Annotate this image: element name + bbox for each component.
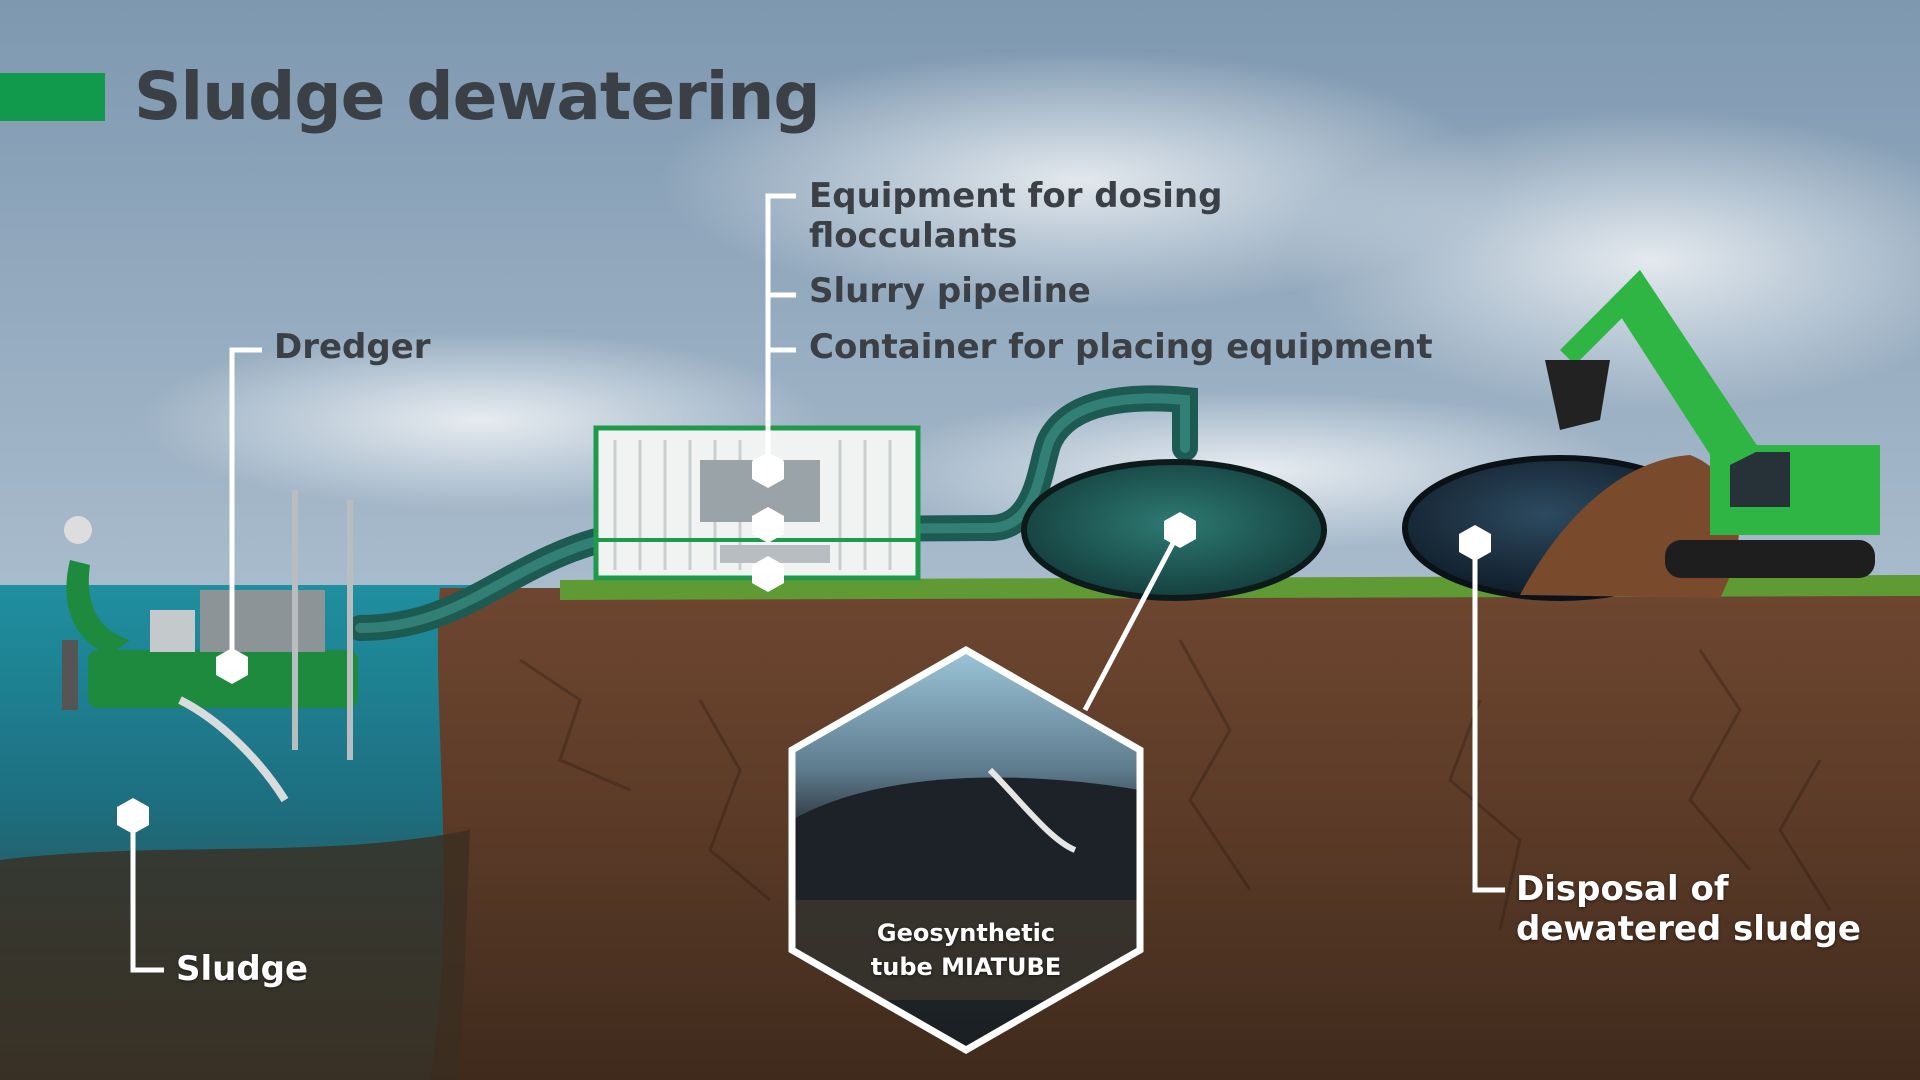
label-container: Container for placing equipment [809,327,1433,367]
leader-geotube [1082,528,1183,712]
label-dredger: Dredger [274,327,431,367]
soil-ground [430,588,1920,1080]
label-disposal: Disposal of dewatered sludge [1516,869,1861,949]
marker-dosing [752,452,784,488]
cloud [660,50,1500,310]
marker-sludge [117,798,149,834]
cloud [1290,110,1920,410]
label-slurry-pipeline: Slurry pipeline [809,271,1091,311]
leader-dredger [229,347,262,665]
leader-container-stack [765,193,796,470]
label-dosing-equipment: Equipment for dosing flocculants [809,176,1223,256]
equipment-container [593,425,921,581]
sludge-layer [0,830,470,1080]
marker-container [752,556,784,592]
label-geotube: Geosynthetic tube MIATUBE [870,919,1062,981]
marker-disposal [1459,525,1491,561]
page-title: Sludge dewatering [134,58,821,135]
excavator [1545,270,1880,578]
soil-texture [519,639,1832,931]
label-sludge: Sludge [176,949,309,989]
marker-pipeline [752,507,784,543]
geotube-photo [788,645,1144,1055]
title-accent-bar [0,73,105,121]
leader-sludge [130,830,164,973]
leader-disposal [1472,540,1505,893]
marker-geotube [1164,512,1196,548]
dredger [62,490,358,803]
marker-dredger [216,648,248,684]
